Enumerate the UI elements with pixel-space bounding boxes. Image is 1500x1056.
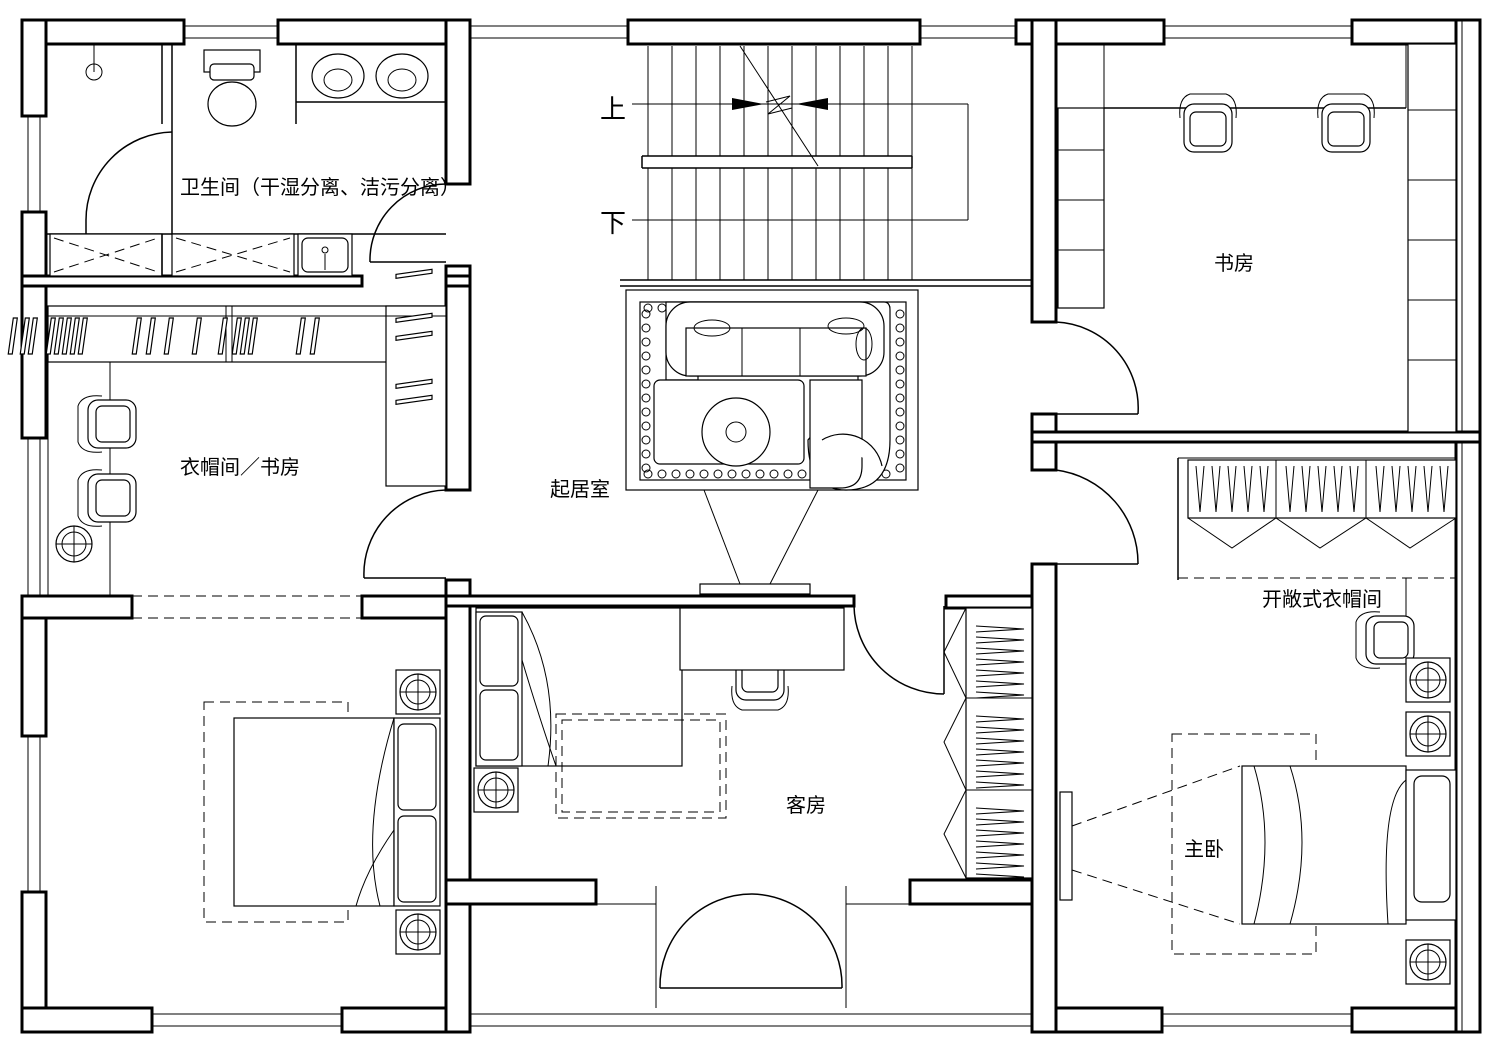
lamp-icon <box>473 767 519 813</box>
stairs-up-label: 上 <box>600 95 626 125</box>
guest-room-furniture <box>475 607 1033 879</box>
living-room-furniture <box>625 289 919 595</box>
lamp-icon <box>395 669 441 715</box>
bathroom-label: 卫生间（干湿分离、洁污分离） <box>180 175 460 199</box>
interior-walls <box>20 18 1482 1034</box>
chair-icon <box>77 469 137 527</box>
master-bedroom-label: 主卧 <box>1184 837 1224 861</box>
lamp-icon <box>1405 657 1451 703</box>
study-right-furniture <box>1057 43 1457 433</box>
lamp-icons <box>55 525 1451 985</box>
master-bedroom-furniture <box>1059 733 1457 955</box>
open-wardrobe-label: 开敞式衣帽间 <box>1262 587 1382 611</box>
lamp-icon <box>55 525 93 563</box>
hanger-icons-left <box>7 268 433 406</box>
bathroom-fixtures <box>46 44 447 277</box>
guest-room-label: 客房 <box>786 793 826 817</box>
study-right-label: 书房 <box>1214 251 1254 275</box>
living-room-label: 起居室 <box>550 477 610 501</box>
left-bedroom-furniture <box>203 701 441 923</box>
wardrobe-study-furniture <box>47 305 447 597</box>
lamp-icon <box>1405 939 1451 985</box>
chair-icon <box>77 395 137 453</box>
chair-icon <box>1355 611 1415 669</box>
hanger-icons-right <box>1195 465 1449 513</box>
chair-icon <box>1179 93 1237 153</box>
wardrobe-study-label: 衣帽间／书房 <box>180 455 300 479</box>
chair-icon <box>1317 93 1375 153</box>
stairs-down-label: 下 <box>600 209 626 239</box>
lamp-icon <box>395 909 441 955</box>
lamp-icon <box>1405 711 1451 757</box>
guest-wardrobe-hangers <box>975 625 1025 881</box>
door-swings <box>363 321 1139 989</box>
staircase <box>632 45 969 280</box>
